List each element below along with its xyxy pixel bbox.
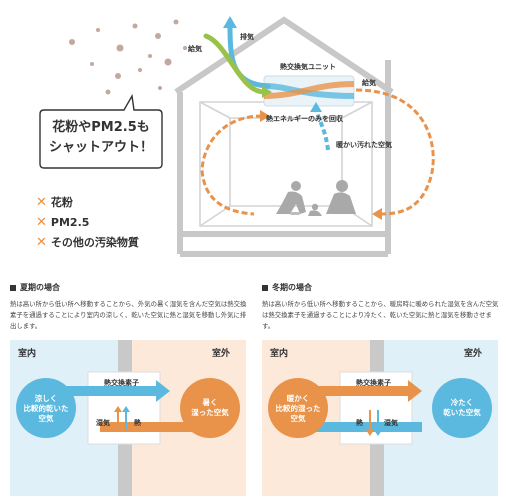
supply-air-top-label: 給気	[188, 45, 202, 53]
summer-outdoor-label: 室外	[212, 349, 231, 359]
bubble-line-1: 花粉やPM2.5も	[52, 120, 150, 135]
x-mark-icon: ✕	[36, 214, 47, 230]
pollutant-item: ✕ PM2.5	[36, 212, 139, 232]
x-mark-icon: ✕	[36, 234, 47, 250]
exhaust-air-top-label: 排気	[240, 33, 254, 41]
winter-title: 冬期の場合	[262, 282, 502, 293]
winter-element-label: 熱交換素子	[356, 379, 391, 387]
summer-title: 夏期の場合	[10, 282, 250, 293]
x-mark-icon: ✕	[36, 194, 47, 210]
square-bullet-icon	[262, 284, 268, 291]
winter-left-circle-text: 暖かく 比較的湿った 空気	[275, 394, 321, 423]
bubble-message: 花粉やPM2.5も シャットアウト！	[40, 118, 162, 158]
pollutant-item: ✕ その他の汚染物質	[36, 232, 139, 252]
ventilation-unit-icon	[263, 75, 355, 107]
summer-diagram	[10, 340, 246, 496]
winter-diagram	[262, 340, 498, 496]
winter-moisture-label: 湿気	[384, 419, 398, 427]
pollutant-label: PM2.5	[50, 215, 90, 229]
summer-section: 夏期の場合 熱は高い所から低い所へ移動することから、外気の暑く湿気を含んだ空気は…	[10, 282, 250, 332]
summer-left-circle-text: 涼しく 比較的乾いた 空気	[23, 394, 69, 423]
summer-right-circle-text: 暑く 湿った空気	[191, 398, 229, 417]
airflow-loop	[200, 88, 435, 216]
pollutant-label: その他の汚染物質	[50, 236, 139, 249]
winter-section: 冬期の場合 熱は高い所から低い所へ移動することから、暖房時に暖められた湿気を含ん…	[262, 282, 502, 332]
winter-outdoor-label: 室外	[464, 349, 483, 359]
summer-title-text: 夏期の場合	[20, 283, 60, 292]
bubble-line-2: シャットアウト！	[48, 140, 153, 155]
winter-indoor-label: 室内	[270, 349, 289, 359]
warm-dirty-air-label: 暖かい汚れた空気	[336, 141, 392, 149]
heat-recovery-label: 熱エネルギーのみを回収	[266, 115, 343, 123]
square-bullet-icon	[10, 284, 16, 291]
summer-description: 熱は高い所から低い所へ移動することから、外気の暑く湿気を含んだ空気は熱交換素子を…	[10, 300, 247, 330]
winter-description: 熱は高い所から低い所へ移動することから、暖房時に暖められた湿気を含んだ空気は熱交…	[262, 300, 499, 330]
supply-air-right-label: 給気	[362, 79, 376, 87]
summer-moisture-label: 湿気	[96, 419, 110, 427]
summer-heat-label: 熱	[134, 419, 141, 427]
pollutant-item: ✕ 花粉	[36, 192, 139, 212]
pollutant-list: ✕ 花粉 ✕ PM2.5 ✕ その他の汚染物質	[36, 192, 139, 252]
house-diagram	[39, 16, 435, 257]
family-silhouette-icon	[276, 180, 356, 216]
unit-label: 熱交換気ユニット	[280, 63, 336, 71]
summer-indoor-label: 室内	[18, 349, 37, 359]
winter-right-circle-text: 冷たく 乾いた空気	[443, 398, 481, 417]
speech-bubble-icon	[39, 93, 163, 169]
pollutant-label: 花粉	[50, 196, 73, 209]
winter-heat-label: 熱	[356, 419, 363, 427]
summer-element-label: 熱交換素子	[104, 379, 139, 387]
house-outline	[174, 16, 394, 257]
supply-arrow-top	[203, 33, 267, 95]
winter-title-text: 冬期の場合	[272, 283, 312, 292]
dust-particle-icon	[69, 19, 187, 106]
